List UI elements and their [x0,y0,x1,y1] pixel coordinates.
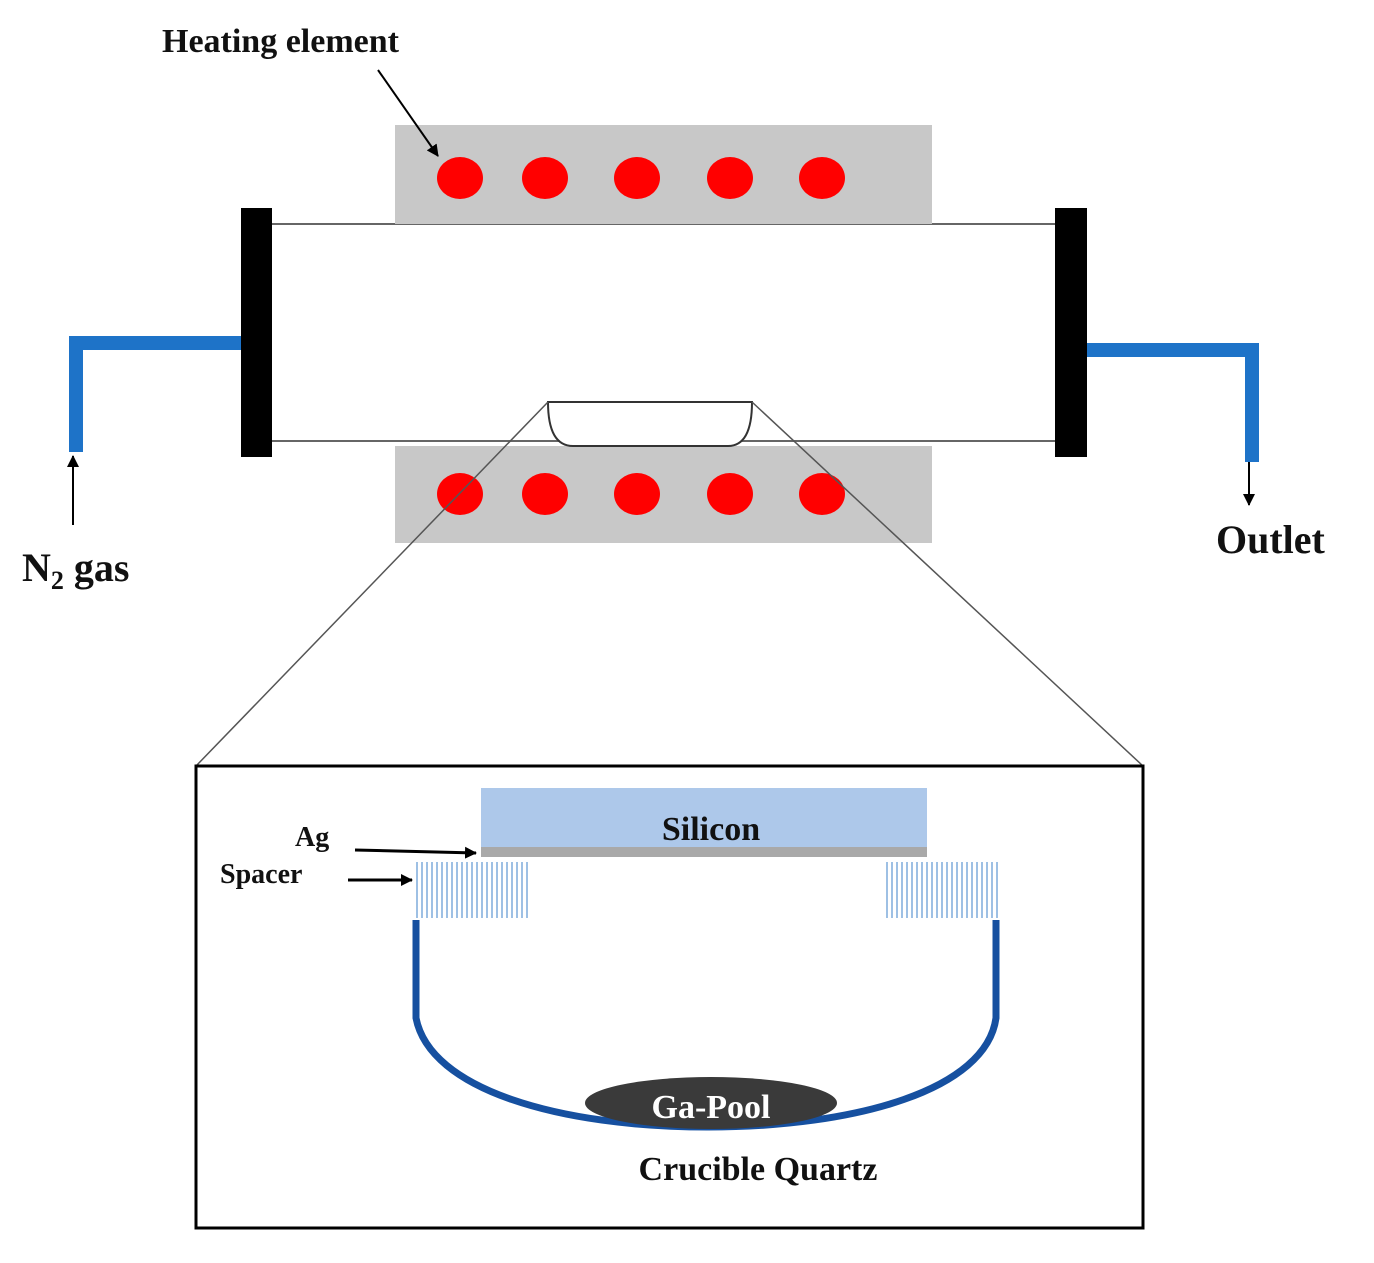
ga-pool-label: Ga-Pool [652,1089,771,1126]
heating-element-dot [614,473,660,515]
left-spacer [416,862,528,918]
n2-gas-n: N [22,545,51,590]
heating-element-dot [522,157,568,199]
heating-element-dot [707,157,753,199]
ga-pool [585,1077,837,1129]
heating-element-dot [614,157,660,199]
heating-element-label: Heating element [162,23,400,60]
outlet-label: Outlet [1216,517,1326,562]
heating-element-dot [707,473,753,515]
n2-gas-label: N2 gas [22,545,129,595]
heating-element-dot [437,157,483,199]
right-spacer [886,862,998,918]
silicon-label: Silicon [662,811,760,848]
top-heating-elements [437,157,845,199]
gas-outlet-pipe [1087,343,1259,462]
n2-gas-rest: gas [64,545,130,590]
heating-element-dot [799,473,845,515]
ag-layer [481,847,927,857]
gas-inlet-pipe [69,336,241,452]
n2-gas-subscript: 2 [51,566,64,595]
spacer-label: Spacer [220,859,302,890]
heating-element-dot [799,157,845,199]
left-end-cap [241,208,272,457]
heating-element-dot [522,473,568,515]
ag-label: Ag [295,822,329,853]
zoom-line-right [751,401,1144,767]
silicon-wafer [481,788,927,847]
zoom-line-left [195,401,549,767]
right-end-cap [1055,208,1087,457]
ag-arrow [354,846,477,859]
heating-element-arrow [377,69,439,157]
crucible-quartz-label: Crucible Quartz [639,1151,878,1188]
tube-crucible [546,401,754,447]
